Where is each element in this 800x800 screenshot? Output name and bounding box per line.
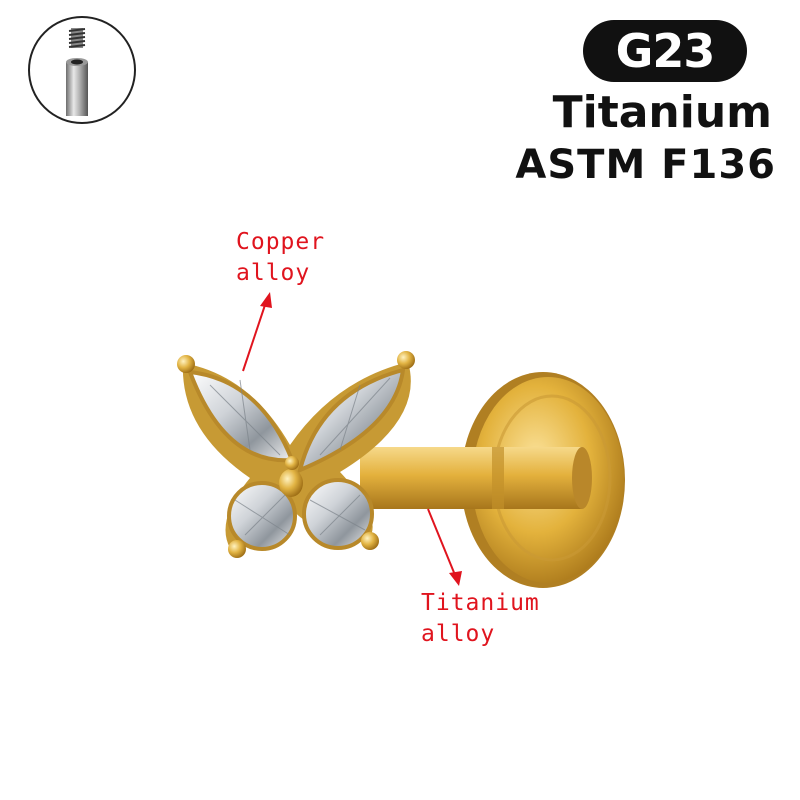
- copper-label-line1: Copper: [236, 229, 326, 255]
- titanium-shaft: [360, 447, 592, 509]
- threaded-post-icon: [66, 28, 88, 116]
- threaded-post-thumbnail: [28, 16, 136, 124]
- titanium-label-line1: Titanium: [421, 590, 540, 616]
- material-heading: Titanium: [552, 87, 772, 138]
- titanium-alloy-label: Titanium alloy: [421, 588, 540, 650]
- spec-heading: ASTM F136: [515, 142, 776, 188]
- copper-label-line2: alloy: [236, 260, 311, 286]
- titanium-arrow: [427, 508, 462, 586]
- copper-arrow: [242, 292, 272, 372]
- butterfly-jewel: [177, 351, 415, 558]
- titanium-label-line2: alloy: [421, 621, 496, 647]
- copper-alloy-label: Copper alloy: [236, 227, 325, 289]
- grade-badge: G23: [583, 20, 747, 82]
